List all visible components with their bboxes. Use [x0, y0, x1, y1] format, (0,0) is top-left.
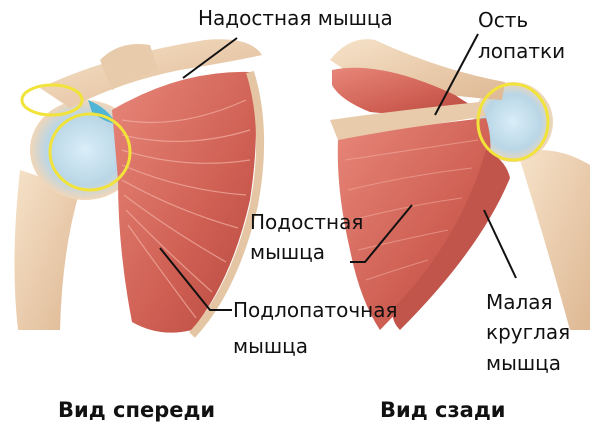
label-supraspinatus: Надостная мышца	[198, 6, 393, 30]
leader-infraspinatus	[350, 204, 413, 263]
front-coracoid	[100, 44, 158, 90]
back-humeral-head	[473, 82, 553, 162]
back-teres-minor-muscle	[392, 150, 510, 330]
front-muscle-fibres	[121, 99, 251, 319]
label-infraspinatus-line2: мышца	[250, 240, 326, 264]
leader-supraspinatus	[182, 37, 238, 79]
back-scapular-spine	[330, 102, 486, 140]
label-subscapularis-line1: Подлопаточная	[233, 298, 398, 322]
label-subscapularis-line2: мышца	[233, 334, 309, 358]
label-teres-minor-line3: мышца	[486, 351, 562, 375]
leader-spine	[434, 33, 479, 116]
front-highlight-ring-large	[48, 112, 132, 192]
label-teres-minor-line1: Малая	[486, 290, 553, 314]
back-humerus	[520, 150, 590, 330]
front-clavicle	[40, 39, 262, 108]
leader-lines	[159, 33, 517, 311]
front-humerus	[14, 170, 81, 330]
back-clavicle	[330, 39, 505, 100]
back-supraspinatus-muscle	[332, 67, 480, 115]
back-highlight-ring	[476, 82, 550, 162]
back-view-figure	[330, 39, 590, 330]
back-muscle-fibres	[344, 139, 479, 281]
label-spine-line2: лопатки	[478, 39, 566, 63]
caption-back-view: Вид сзади	[380, 398, 506, 422]
label-teres-minor-line2: круглая	[486, 320, 571, 344]
label-spine-line1: Ость	[478, 8, 529, 32]
front-highlight-ring-small	[20, 83, 84, 117]
leader-subscapularis	[159, 247, 232, 311]
label-infraspinatus-line1: Подостная	[250, 210, 364, 234]
caption-front-view: Вид спереди	[58, 398, 216, 422]
leader-teres-minor	[483, 209, 517, 279]
front-view-figure	[14, 39, 265, 338]
